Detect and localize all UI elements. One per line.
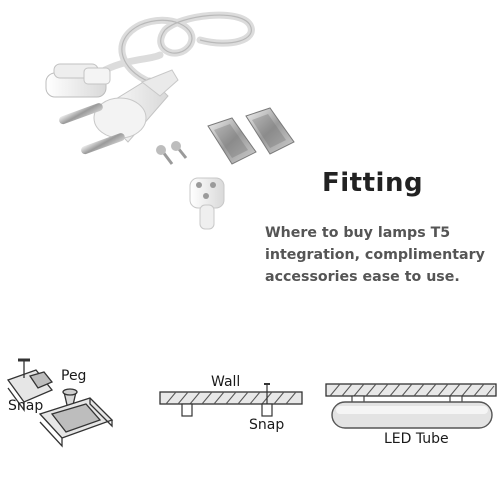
label-snap-left: Snap bbox=[8, 398, 44, 414]
description-line: integration, complimentary bbox=[265, 247, 485, 263]
heading: Fitting bbox=[322, 168, 424, 198]
t5-connector bbox=[189, 177, 225, 230]
metal-clips bbox=[207, 107, 295, 165]
label-peg: Peg bbox=[61, 368, 87, 384]
description-line: accessories ease to use. bbox=[265, 269, 460, 285]
wall-snap-diagram bbox=[159, 383, 303, 417]
cord-connector bbox=[45, 63, 111, 98]
description: Where to buy lamps T5 integration, compl… bbox=[265, 222, 497, 288]
peg-snap-diagram bbox=[6, 358, 114, 448]
power-cable bbox=[101, 11, 255, 86]
euro-plug bbox=[59, 69, 179, 155]
description-line: Where to buy lamps T5 bbox=[265, 225, 451, 241]
label-led-tube: LED Tube bbox=[384, 431, 449, 447]
label-wall: Wall bbox=[211, 374, 241, 390]
led-tube-diagram bbox=[325, 383, 497, 429]
label-snap-mid: Snap bbox=[249, 417, 285, 433]
screws bbox=[156, 141, 188, 165]
